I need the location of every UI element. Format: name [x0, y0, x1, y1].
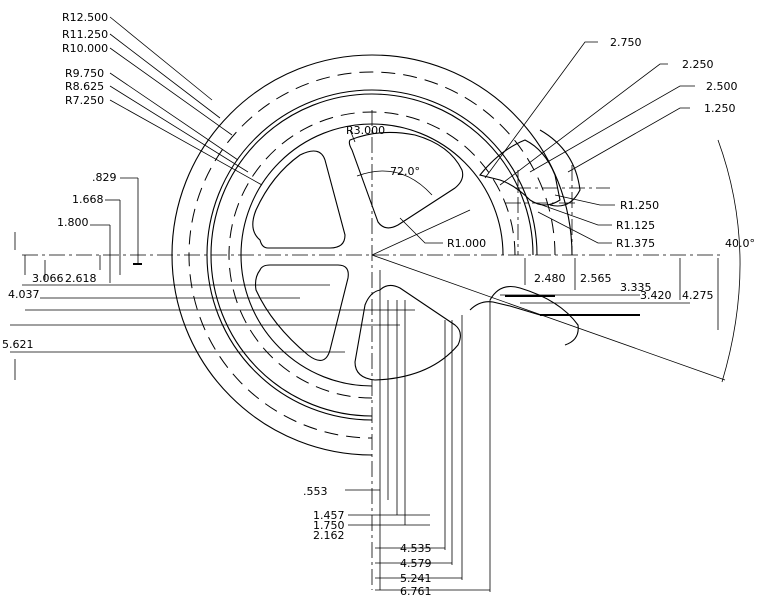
- label-2500: 2.500: [706, 80, 738, 93]
- window-bottom-left: [254, 264, 349, 361]
- part-outline: [171, 54, 573, 456]
- vertical-dims-left: [10, 177, 415, 380]
- outer-arc-r12500: [171, 54, 573, 456]
- label-r11250: R11.250: [62, 28, 108, 41]
- labels-right-radii: R1.250 R1.125 R1.375: [616, 199, 659, 250]
- label-3335: 3.335: [620, 281, 652, 294]
- lower-slot-inner: [469, 301, 541, 316]
- label-r1125: R1.125: [616, 219, 655, 232]
- label-r1000: R1.000: [447, 237, 486, 250]
- label-1750: 1.750: [313, 519, 345, 532]
- label-4535: 4.535: [400, 542, 432, 555]
- angle-ray-top: [371, 209, 471, 256]
- labels-left-radii: R12.500 R11.250 R10.000 R9.750 R8.625 R7…: [62, 11, 108, 107]
- arc-r10000: [206, 89, 538, 421]
- radius-leaders-left: [109, 16, 263, 186]
- slot-geometry: [469, 129, 581, 346]
- angle-arc-40: [717, 139, 741, 383]
- horizontal-dims-bottom: [345, 270, 491, 592]
- label-6761: 6.761: [400, 585, 432, 596]
- window-bottom-right: [354, 284, 461, 381]
- center-lines: [22, 110, 726, 590]
- label-72deg: 72.0°: [390, 165, 420, 178]
- labels-inner: R3.000 R1.000 72.0° 40.0°: [346, 124, 755, 250]
- labels-horizontal-bottom: .553 1.457 1.750 2.162 4.535 4.579 5.241…: [303, 485, 432, 596]
- labels-vertical-left: .829 1.668 1.800 3.066 2.618 4.037 5.621: [2, 171, 117, 351]
- label-r1250: R1.250: [620, 199, 659, 212]
- label-r1375: R1.375: [616, 237, 655, 250]
- label-3066: 3.066: [32, 272, 64, 285]
- window-top-right: [348, 131, 464, 229]
- label-r12500: R12.500: [62, 11, 108, 24]
- label-4579: 4.579: [400, 557, 432, 570]
- label-r7250: R7.250: [65, 94, 104, 107]
- label-2565: 2.565: [580, 272, 612, 285]
- label-2480: 2.480: [534, 272, 566, 285]
- label-4275: 4.275: [682, 289, 714, 302]
- label-5621: 5.621: [2, 338, 34, 351]
- window-cutouts: [252, 131, 464, 381]
- label-3420: 3.420: [640, 289, 672, 302]
- upper-slot: [479, 139, 561, 206]
- upper-slot-outer: [539, 129, 581, 207]
- label-1800: 1.800: [57, 216, 89, 229]
- label-2618: 2.618: [65, 272, 97, 285]
- arc-r9750: [210, 93, 534, 417]
- label-4037: 4.037: [8, 288, 40, 301]
- label-r8625: R8.625: [65, 80, 104, 93]
- label-2250: 2.250: [682, 58, 714, 71]
- dashed-arc-r11250: [188, 71, 556, 439]
- label-40deg: 40.0°: [725, 237, 755, 250]
- label-829: .829: [92, 171, 117, 184]
- label-r9750: R9.750: [65, 67, 104, 80]
- window-top-left: [252, 150, 346, 249]
- label-r3000: R3.000: [346, 124, 385, 137]
- labels-topright: 2.750 2.250 2.500 1.250: [610, 36, 738, 115]
- width-leaders-topright: [484, 41, 695, 186]
- label-5241: 5.241: [400, 572, 432, 585]
- label-553: .553: [303, 485, 328, 498]
- labels-vertical-right: 2.480 2.565 3.335 3.420 4.275: [534, 272, 714, 302]
- label-1668: 1.668: [72, 193, 104, 206]
- label-2162: 2.162: [313, 529, 345, 542]
- label-1250: 1.250: [704, 102, 736, 115]
- radius-leaders-right: [349, 129, 615, 244]
- label-1457: 1.457: [313, 509, 345, 522]
- vertical-dims-right: [500, 258, 719, 330]
- angle-arc-72: [356, 170, 433, 196]
- dashed-arc-r8625: [228, 111, 516, 399]
- angle-ray-40: [371, 254, 726, 381]
- label-r10000: R10.000: [62, 42, 108, 55]
- label-2750: 2.750: [610, 36, 642, 49]
